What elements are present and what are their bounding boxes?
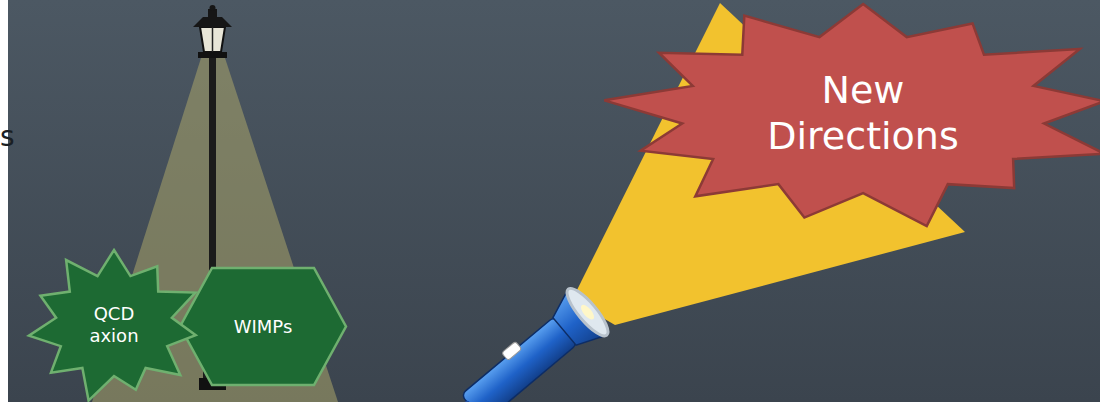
starburst-node: QCD axion [28,250,200,400]
starburst-node: New Directions [610,4,1100,224]
hexagon-node: WIMPs [180,268,346,385]
node-label: New Directions [738,68,988,159]
node-label: WIMPs [234,316,293,338]
cut-off-text: s [0,120,15,153]
node-label: QCD axion [78,303,150,346]
left-margin [0,0,8,402]
flashlight [447,283,613,402]
